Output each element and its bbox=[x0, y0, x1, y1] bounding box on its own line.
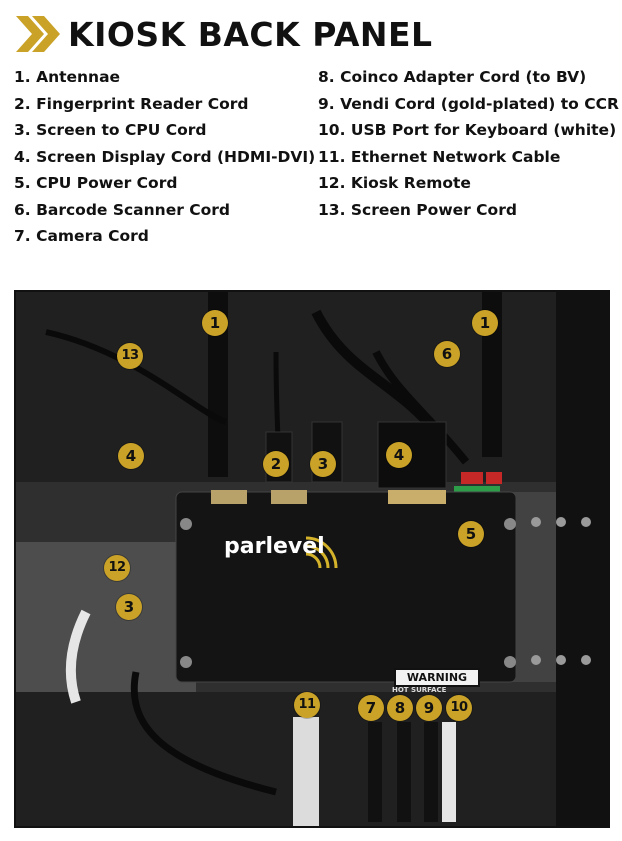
marker-5: 5 bbox=[458, 521, 484, 547]
legend-item: 2. Fingerprint Reader Cord bbox=[14, 94, 249, 113]
legend-item: 6. Barcode Scanner Cord bbox=[14, 200, 231, 219]
legend-item: 13. Screen Power Cord bbox=[318, 200, 517, 219]
marker-8: 8 bbox=[387, 695, 413, 721]
parlevel-logo: parlevel bbox=[224, 534, 325, 559]
double-chevron-right-icon bbox=[16, 16, 60, 52]
legend-item: 1. Antennae bbox=[14, 68, 121, 86]
kiosk-back-panel-photo: parlevel WARNING HOT SURFACE 1 1 13 6 4 … bbox=[14, 290, 610, 828]
legend-item: 10. USB Port for Keyboard (white) bbox=[318, 121, 617, 139]
legend-item: 12. Kiosk Remote bbox=[318, 174, 471, 192]
marker-1-left: 1 bbox=[202, 310, 228, 336]
page-header: KIOSK BACK PANEL bbox=[14, 12, 433, 56]
legend-left-column: 1. Antennae 2. Fingerprint Reader Cord 3… bbox=[14, 64, 316, 250]
marker-6: 6 bbox=[434, 341, 460, 367]
marker-12: 12 bbox=[104, 555, 130, 581]
marker-1-right: 1 bbox=[472, 310, 498, 336]
marker-9: 9 bbox=[416, 695, 442, 721]
marker-3-bottom: 3 bbox=[116, 594, 142, 620]
marker-10: 10 bbox=[446, 695, 472, 721]
legend-right-column: 8. Coinco Adapter Cord (to BV) 9. Vendi … bbox=[318, 64, 619, 223]
legend-item: 11. Ethernet Network Cable bbox=[318, 147, 561, 166]
legend-item: 5. CPU Power Cord bbox=[14, 174, 178, 192]
marker-3-top: 3 bbox=[310, 451, 336, 477]
legend-item: 7. Camera Cord bbox=[14, 227, 149, 245]
marker-11: 11 bbox=[294, 692, 320, 718]
marker-2: 2 bbox=[263, 451, 289, 477]
warning-label: WARNING bbox=[394, 668, 480, 687]
legend-item: 8. Coinco Adapter Cord (to BV) bbox=[318, 68, 587, 86]
marker-13: 13 bbox=[117, 343, 143, 369]
photo-illustration bbox=[16, 292, 608, 826]
legend-item: 3. Screen to CPU Cord bbox=[14, 121, 207, 139]
warning-sub-label: HOT SURFACE bbox=[392, 686, 447, 694]
legend-item: 9. Vendi Cord (gold-plated) to CCR bbox=[318, 94, 619, 113]
marker-7: 7 bbox=[358, 695, 384, 721]
marker-4-center: 4 bbox=[386, 442, 412, 468]
marker-4-left: 4 bbox=[118, 443, 144, 469]
page-title: KIOSK BACK PANEL bbox=[68, 14, 433, 54]
legend-item: 4. Screen Display Cord (HDMI-DVI) bbox=[14, 147, 316, 166]
